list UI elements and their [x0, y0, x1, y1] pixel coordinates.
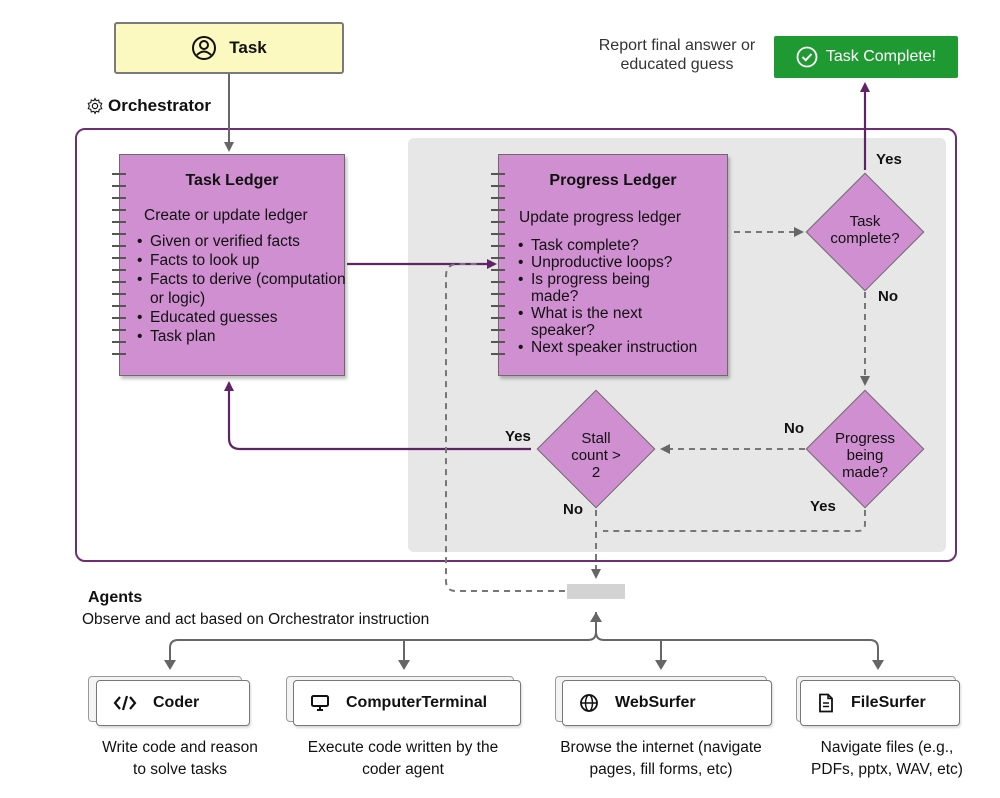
- no-label: No: [563, 501, 583, 518]
- list-item: Task complete?: [518, 237, 691, 254]
- progress-ledger: Progress Ledger Update progress ledger T…: [491, 154, 728, 376]
- progress-ledger-list: Task complete? Unproductive loops? Is pr…: [517, 237, 697, 356]
- agent-desc-filesurfer: Navigate files (e.g., PDFs, pptx, WAV, e…: [811, 739, 963, 778]
- list-item: Facts to derive (computation or logic): [137, 270, 355, 308]
- yes-label: Yes: [876, 151, 902, 168]
- progress-ledger-title: Progress Ledger: [549, 172, 677, 189]
- list-item: What is the next speaker?: [518, 305, 691, 339]
- agent-desc-coder: Write code and reason to solve tasks: [102, 739, 258, 778]
- task-ledger: Task Ledger Create or update ledger Give…: [112, 154, 346, 376]
- orchestrator-label: Orchestrator: [86, 96, 211, 116]
- agent-name: Coder: [153, 694, 200, 711]
- list-item: Given or verified facts: [137, 232, 355, 251]
- list-item: Facts to look up: [137, 251, 355, 270]
- agents-tree-up-arrow: [590, 612, 602, 622]
- progress-decision-text: Progress being made?: [834, 430, 896, 481]
- task-ledger-title: Task Ledger: [185, 172, 279, 189]
- globe-icon: [580, 694, 598, 712]
- return-to-progress-arrow: [445, 263, 565, 592]
- list-item: Is progress being made?: [518, 271, 691, 305]
- gear-icon: [87, 97, 103, 115]
- agents-title: Agents: [88, 589, 143, 606]
- agent-name: FileSurfer: [851, 694, 926, 711]
- agents-subtitle: Observe and act based on Orchestrator in…: [82, 611, 430, 628]
- task-box: Task: [114, 22, 344, 74]
- list-item: Unproductive loops?: [518, 254, 691, 271]
- check-circle-icon: [796, 46, 818, 68]
- agent-card-coder: Coder: [96, 680, 250, 726]
- task-complete-badge: Task Complete!: [774, 36, 958, 78]
- agent-card-computerterminal: ComputerTerminal: [293, 680, 521, 726]
- list-item: Task plan: [137, 327, 355, 346]
- agent-card-filesurfer: FileSurfer: [800, 680, 960, 726]
- no-label: No: [784, 420, 804, 437]
- yes-label: Yes: [505, 428, 531, 445]
- task-ledger-list: Given or verified facts Facts to look up…: [136, 232, 355, 346]
- agent-name: ComputerTerminal: [346, 694, 488, 711]
- agent-desc-websurfer: Browse the internet (navigate pages, fil…: [560, 739, 762, 778]
- agent-card-websurfer: WebSurfer: [562, 680, 772, 726]
- yes-label: Yes: [810, 498, 836, 515]
- task-ledger-subtitle: Create or update ledger: [144, 207, 308, 224]
- file-icon: [819, 693, 833, 713]
- progress-yes-line: [603, 510, 866, 532]
- progress-ledger-subtitle: Update progress ledger: [519, 209, 681, 226]
- agents-tree: [169, 612, 879, 660]
- orchestrator-agent-bridge: [567, 584, 625, 599]
- list-item: Next speaker instruction: [518, 339, 731, 356]
- task-label: Task: [229, 38, 267, 57]
- agent-desc-computerterminal: Execute code written by the coder agent: [307, 739, 499, 778]
- code-icon: [113, 695, 137, 711]
- stall-yes-arrow: [224, 381, 531, 451]
- report-text: Report final answer or educated guess: [598, 37, 756, 73]
- stall-decision-text: Stall count > 2: [571, 430, 621, 481]
- list-item: Educated guesses: [137, 308, 355, 327]
- orchestrator-frame: [75, 128, 957, 562]
- task-complete-text: Task complete?: [830, 213, 900, 247]
- person-icon: [192, 36, 217, 60]
- monitor-icon: [311, 695, 329, 711]
- orchestrator-title: Orchestrator: [108, 96, 211, 115]
- no-label: No: [878, 288, 898, 305]
- agent-name: WebSurfer: [615, 694, 696, 711]
- task-complete-label: Task Complete!: [825, 48, 937, 65]
